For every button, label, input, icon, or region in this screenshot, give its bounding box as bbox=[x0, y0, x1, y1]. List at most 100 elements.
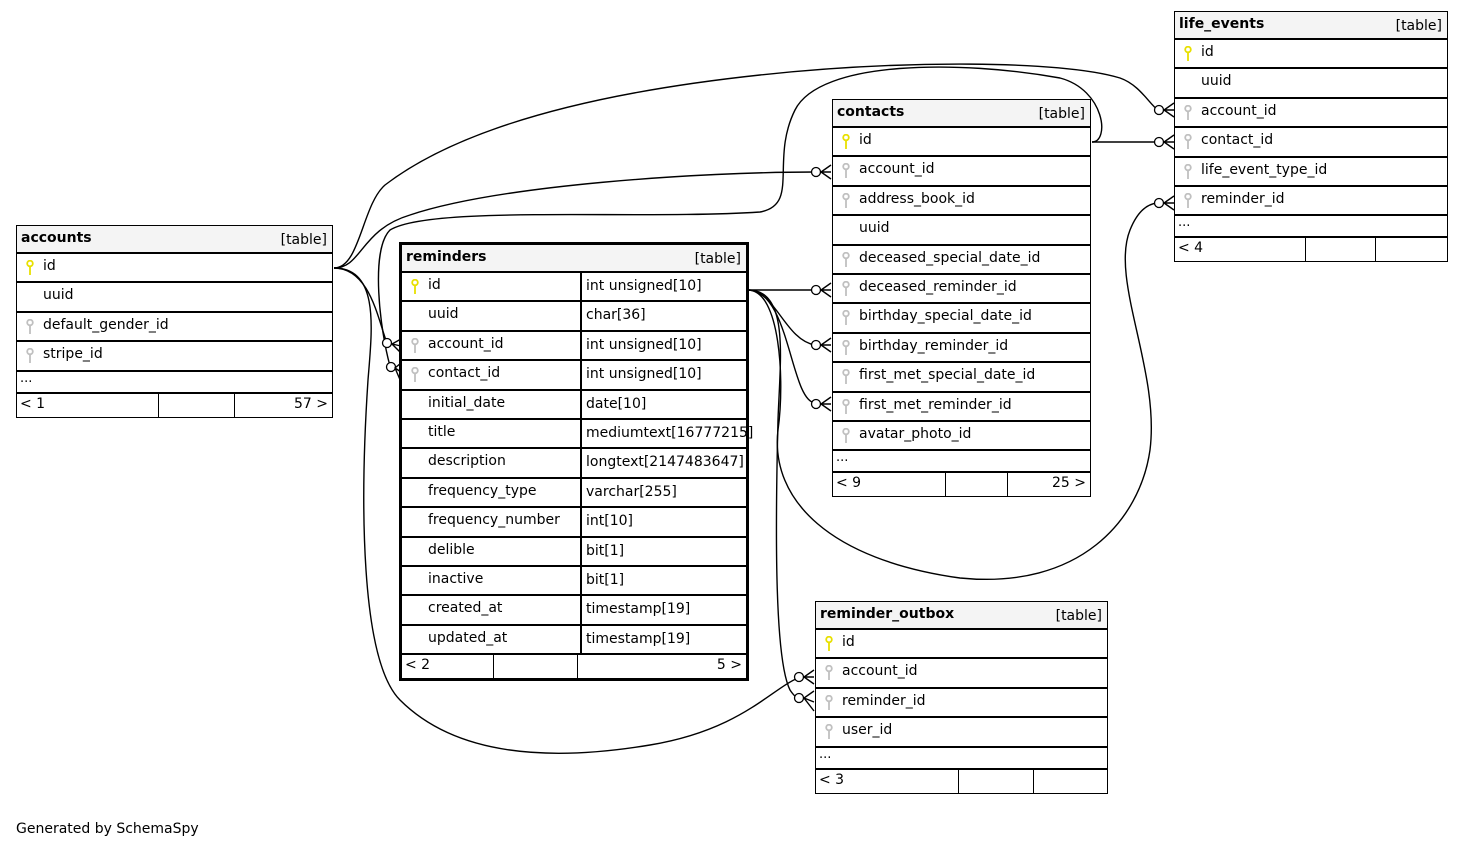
column-row[interactable]: id bbox=[1175, 40, 1447, 70]
column-type: longtext[2147483647] bbox=[580, 449, 746, 477]
column-name: uuid bbox=[428, 306, 459, 323]
child-count[interactable] bbox=[1034, 770, 1107, 793]
column-name: birthday_reminder_id bbox=[859, 337, 1009, 354]
primary-key-icon bbox=[842, 133, 850, 150]
column-name: address_book_id bbox=[859, 190, 975, 207]
optional-marker bbox=[385, 361, 397, 373]
column-row[interactable]: stripe_id bbox=[17, 342, 332, 372]
foreign-key-icon bbox=[411, 366, 419, 383]
foreign-key-icon bbox=[1184, 192, 1192, 209]
column-name: frequency_number bbox=[428, 512, 560, 529]
column-row[interactable]: reminder_id bbox=[816, 689, 1107, 719]
column-name: avatar_photo_id bbox=[859, 425, 972, 442]
column-name: frequency_type bbox=[428, 482, 537, 499]
table-name[interactable]: reminder_outbox bbox=[820, 606, 955, 622]
column-type: varchar[255] bbox=[580, 478, 746, 507]
column-name-cell: reminder_id bbox=[1175, 187, 1447, 214]
parent-count[interactable]: < 2 bbox=[402, 655, 494, 679]
column-row[interactable]: user_id bbox=[816, 718, 1107, 748]
column-row[interactable]: id bbox=[833, 128, 1090, 158]
parent-count[interactable]: < 1 bbox=[17, 393, 159, 417]
table-name[interactable]: reminders bbox=[406, 249, 487, 265]
column-name: account_id bbox=[859, 161, 935, 178]
column-name-cell: description bbox=[402, 449, 580, 476]
child-count[interactable]: 25 > bbox=[1052, 475, 1086, 492]
column-row[interactable]: address_book_id bbox=[833, 187, 1090, 217]
column-type: mediumtext[16777215] bbox=[580, 419, 753, 448]
column-name-cell: first_met_special_date_id bbox=[833, 363, 1090, 390]
column-row[interactable]: default_gender_id bbox=[17, 313, 332, 343]
column-row[interactable]: life_event_type_id bbox=[1175, 158, 1447, 187]
column-row[interactable]: account_id bbox=[833, 157, 1090, 187]
column-row[interactable]: account_id bbox=[1175, 99, 1447, 129]
column-row[interactable]: uuid bbox=[1175, 69, 1447, 99]
optional-marker bbox=[381, 337, 393, 349]
column-row[interactable]: uuid bbox=[833, 216, 1090, 246]
link-reminders-birthday bbox=[747, 289, 816, 346]
more-columns: ... bbox=[816, 747, 1107, 770]
table-footer: < 4 bbox=[1175, 238, 1447, 262]
parent-count[interactable]: < 9 bbox=[833, 473, 946, 497]
table-name[interactable]: life_events bbox=[1179, 16, 1265, 32]
footer-spacer bbox=[946, 473, 1008, 497]
column-row[interactable]: id bbox=[816, 630, 1107, 660]
column-row[interactable]: account_id bbox=[816, 659, 1107, 689]
more-columns: ... bbox=[833, 451, 1090, 474]
child-count[interactable]: 5 > bbox=[716, 657, 742, 674]
parent-count[interactable]: < 3 bbox=[816, 769, 959, 793]
column-name: reminder_id bbox=[842, 692, 926, 709]
column-row[interactable]: first_met_special_date_id bbox=[833, 363, 1090, 393]
optional-marker bbox=[793, 692, 805, 704]
column-row[interactable]: deceased_reminder_id bbox=[833, 275, 1090, 305]
table-name[interactable]: accounts bbox=[21, 230, 92, 246]
foreign-key-icon bbox=[26, 318, 34, 335]
table-header: life_events [table] bbox=[1175, 12, 1447, 40]
table-footer: < 3 bbox=[816, 769, 1107, 793]
foreign-key-icon bbox=[842, 251, 850, 268]
crowfoot-marker bbox=[819, 337, 832, 353]
table-name[interactable]: contacts bbox=[837, 104, 905, 120]
column-name: birthday_special_date_id bbox=[859, 308, 1032, 325]
child-count[interactable] bbox=[1376, 238, 1447, 261]
column-row[interactable]: reminder_id bbox=[1175, 187, 1447, 217]
column-name-cell: delible bbox=[402, 538, 580, 565]
column-row[interactable]: contact_id bbox=[1175, 128, 1447, 158]
column-row[interactable]: frequency_type varchar[255] bbox=[402, 478, 746, 509]
child-count[interactable]: 57 > bbox=[294, 395, 328, 412]
foreign-key-icon bbox=[842, 368, 850, 385]
link-reminders-outbox bbox=[747, 289, 800, 699]
column-row[interactable]: uuid bbox=[17, 283, 332, 313]
column-name: deceased_reminder_id bbox=[859, 278, 1017, 295]
primary-key-icon bbox=[411, 278, 419, 295]
foreign-key-icon bbox=[842, 339, 850, 356]
column-row[interactable]: first_met_reminder_id bbox=[833, 393, 1090, 422]
column-row[interactable]: birthday_special_date_id bbox=[833, 304, 1090, 334]
foreign-key-icon bbox=[1184, 163, 1192, 180]
optional-marker bbox=[810, 339, 822, 351]
column-row[interactable]: deceased_special_date_id bbox=[833, 246, 1090, 275]
column-row[interactable]: birthday_reminder_id bbox=[833, 334, 1090, 364]
parent-count[interactable]: < 4 bbox=[1175, 238, 1306, 262]
column-name-cell: id bbox=[402, 273, 580, 300]
column-name: account_id bbox=[428, 335, 504, 352]
column-name: contact_id bbox=[428, 365, 501, 382]
column-row[interactable]: id bbox=[17, 254, 332, 284]
column-row[interactable]: avatar_photo_id bbox=[833, 422, 1090, 452]
